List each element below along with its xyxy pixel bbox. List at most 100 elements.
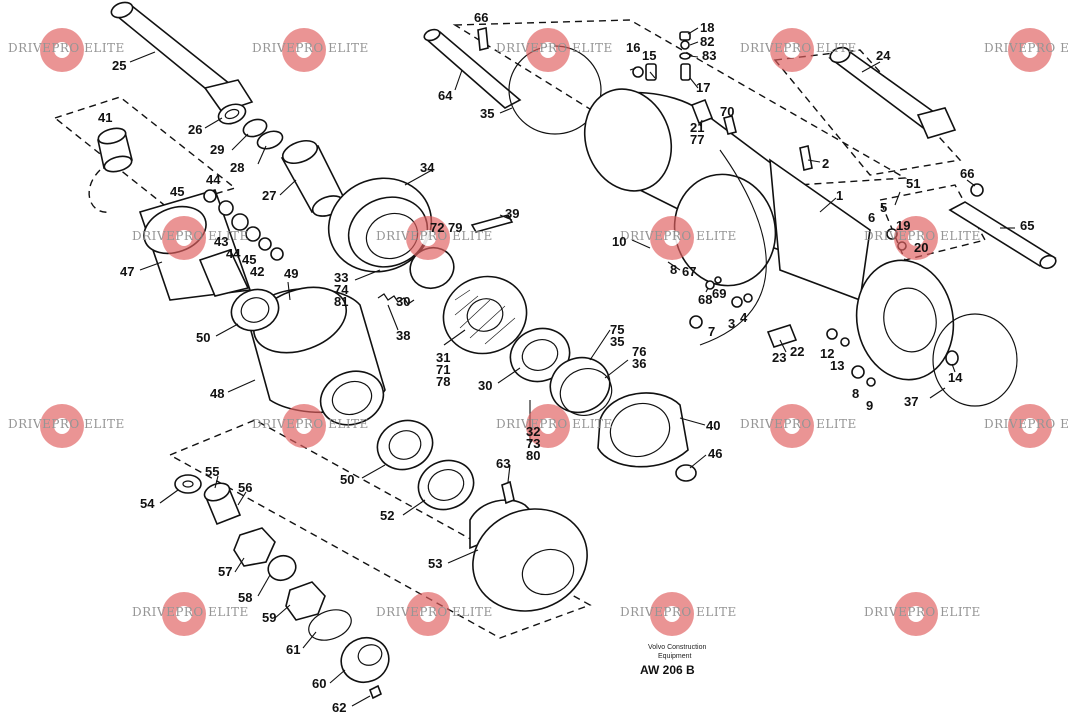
callout-label: 41	[98, 110, 112, 125]
callout-label: 43	[214, 234, 228, 249]
callout-label: 60	[312, 676, 326, 691]
callout-label: 8	[670, 262, 677, 277]
callout-label: 77	[690, 132, 704, 147]
callout-label: 71	[436, 362, 450, 377]
callout-label: 44	[206, 172, 221, 187]
callout-label: 13	[830, 358, 844, 373]
callout-label: 73	[526, 436, 540, 451]
watermark-text: DRIVEPRO ELITE	[376, 229, 493, 243]
callout-label: 10	[612, 234, 626, 249]
watermark-gear	[40, 28, 84, 72]
bearing-50-lower-inner	[388, 430, 422, 460]
watermark-text: DRIVEPRO ELITE	[864, 229, 981, 243]
callout-label: 6	[868, 210, 875, 225]
wheel-hub-48-49	[247, 286, 386, 426]
washer-54-hole	[182, 480, 194, 488]
callout-label: 7	[708, 324, 715, 339]
ring-29	[242, 118, 268, 138]
callout-label: 29	[210, 142, 224, 157]
callout-label: 55	[205, 464, 219, 479]
watermark-text: DRIVEPRO ELITE	[620, 229, 737, 243]
callout-label: 45	[170, 184, 184, 199]
callout-label: 54	[140, 496, 155, 511]
watermark-text: DRIVEPRO ELITE	[864, 605, 981, 619]
callout-label: 18	[700, 20, 714, 35]
watermark-gear	[770, 404, 814, 448]
callout-label: 24	[876, 48, 891, 63]
watermark-text: DRIVEPRO ELITE	[8, 41, 125, 55]
spring-38	[377, 293, 415, 305]
callout-label: 68	[698, 292, 712, 307]
watermark-gear	[650, 216, 694, 260]
watermark-text: DRIVEPRO ELITE	[984, 41, 1070, 55]
callout-label: 30	[396, 294, 410, 309]
washer-44	[218, 200, 234, 216]
callout-label: 44	[226, 246, 241, 261]
washer-26	[217, 103, 247, 125]
callout-label: 37	[904, 394, 918, 409]
callout-label: 58	[238, 590, 252, 605]
callout-label: 39	[505, 206, 519, 221]
callout-label: 66	[960, 166, 974, 181]
callout-label: 47	[120, 264, 134, 279]
callout-label: 40	[706, 418, 720, 433]
watermark-text: DRIVEPRO ELITE	[740, 417, 857, 431]
ring-75-35	[549, 356, 611, 414]
callout-label: 32	[526, 424, 540, 439]
watermark-text: DRIVEPRO ELITE	[496, 417, 613, 431]
watermark-text: DRIVEPRO ELITE	[132, 229, 249, 243]
washer-54	[174, 474, 202, 494]
callout-label: 74	[334, 282, 349, 297]
callout-label: 51	[906, 176, 920, 191]
axle-shaft-24	[828, 46, 957, 139]
ring-42	[270, 247, 284, 261]
callout-label: 57	[218, 564, 232, 579]
hub-cap-60	[340, 636, 390, 684]
callout-label: 50	[340, 472, 354, 487]
brake-cover-40	[597, 392, 689, 468]
bolt-66-right	[970, 183, 984, 197]
callout-label: 16	[626, 40, 640, 55]
callout-label: 21	[690, 120, 704, 135]
callout-label: 82	[700, 34, 714, 49]
watermark-layer: DRIVEPRO ELITE DRIVEPRO ELITE DRIVEPRO E…	[8, 28, 1070, 636]
manufacturer-credit: Volvo Construction Equipment AW 206 B	[640, 644, 706, 677]
callout-label: 67	[682, 264, 696, 279]
friction-disc-31	[442, 275, 528, 355]
callout-label: 34	[420, 160, 435, 175]
pin-39	[470, 214, 514, 233]
nut-55	[203, 482, 242, 526]
callout-label: 52	[380, 508, 394, 523]
callout-label: 9	[866, 398, 873, 413]
assembly-outline-shaft	[773, 49, 962, 176]
watermark-gear	[40, 404, 84, 448]
disc-hatching-31	[454, 289, 516, 345]
callout-label: 12	[820, 346, 834, 361]
gear-43	[231, 213, 249, 231]
callout-label: 59	[262, 610, 276, 625]
callout-label: 56	[238, 480, 252, 495]
watermark-text: DRIVEPRO ELITE	[376, 605, 493, 619]
cable-7	[699, 149, 767, 346]
callout-label: 28	[230, 160, 244, 175]
callout-label: 15	[642, 48, 656, 63]
watermark-gear	[282, 404, 326, 448]
bearing-50-top	[230, 288, 280, 332]
callout-label: 81	[334, 294, 348, 309]
callout-label: 75	[610, 322, 624, 337]
hub-flange-53	[469, 499, 588, 612]
watermark-text: DRIVEPRO ELITE	[252, 41, 369, 55]
ring-76-36	[559, 368, 613, 416]
callout-label: 3	[728, 316, 735, 331]
callout-label: 49	[284, 266, 298, 281]
seal-52-inner	[427, 469, 465, 501]
callout-label: 20	[914, 240, 928, 255]
watermark-gear	[894, 592, 938, 636]
watermark-gear	[1008, 404, 1052, 448]
o-ring-61	[308, 609, 352, 641]
bolt-12	[826, 328, 838, 340]
watermark-gear	[282, 28, 326, 72]
watermark-gear	[526, 28, 570, 72]
callout-label: 38	[396, 328, 410, 343]
washer-83	[679, 52, 691, 60]
